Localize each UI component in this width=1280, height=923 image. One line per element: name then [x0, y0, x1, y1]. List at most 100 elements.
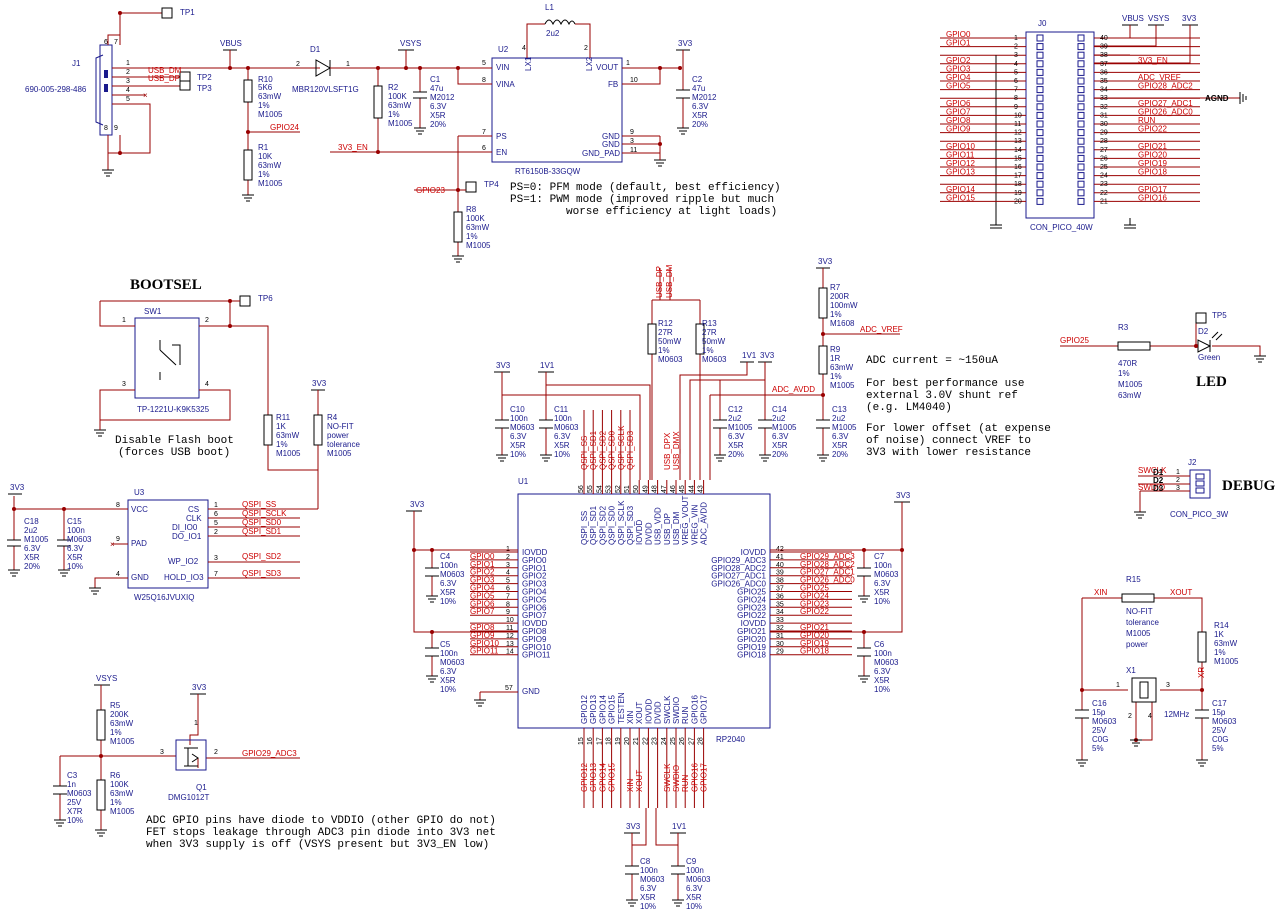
- c1-ref: C1: [430, 75, 441, 84]
- r3-pow: 63mW: [1118, 391, 1142, 400]
- c4-tol: 10%: [440, 597, 456, 606]
- r14-val: 1K: [1214, 630, 1224, 639]
- r11-ref: R11: [276, 413, 291, 422]
- r14-pow: 63mW: [1214, 639, 1238, 648]
- c12-ref: C12: [728, 405, 743, 414]
- u3-pad: PAD: [131, 539, 147, 548]
- c2-volt: 6.3V: [692, 102, 709, 111]
- r15-fp: M1005: [1126, 629, 1151, 638]
- j0-left-pin: 3: [1014, 52, 1018, 59]
- j0-right-pin: 31: [1100, 112, 1108, 119]
- r3-ref: R3: [1118, 323, 1129, 332]
- gpio24-net: GPIO24: [270, 123, 299, 132]
- c3-volt: 25V: [67, 798, 82, 807]
- q1-pin1: 1: [194, 720, 198, 727]
- c1-tol: 20%: [430, 120, 446, 129]
- led-section: LED GPIO25 R3 470R 1% M1005 63mW D2 Gree…: [1060, 311, 1266, 400]
- u2-en: EN: [496, 148, 507, 157]
- r6-val: 100K: [110, 780, 129, 789]
- c12-tol: 20%: [728, 450, 744, 459]
- c16-volt: 25V: [1092, 726, 1107, 735]
- j1-pin-5: 5: [126, 96, 130, 103]
- u3-net-sd2: QSPI_SD2: [242, 552, 282, 561]
- j2-ref: J2: [1188, 458, 1197, 467]
- u3-pin3: 3: [214, 555, 218, 562]
- j0-right-pin: 23: [1100, 181, 1108, 188]
- u1-right-name: GPIO18: [737, 651, 766, 660]
- c8-ref: C8: [640, 857, 651, 866]
- c8-3v3: 3V3: [626, 822, 641, 831]
- u1-left-pin: 9: [506, 609, 510, 616]
- j0-left-pin: 14: [1014, 147, 1022, 154]
- q1-ref: Q1: [196, 783, 207, 792]
- u1-right-name: GPIO22: [737, 611, 766, 620]
- r1-ref: R1: [258, 143, 269, 152]
- u1-left-name: GPIO2: [522, 572, 547, 581]
- r4-pow: power: [327, 431, 349, 440]
- u1-bottom-net: GPIO17: [700, 763, 709, 792]
- u1-bottom-pin: 18: [606, 737, 613, 745]
- q1-net: GPIO29_ADC3: [242, 749, 297, 758]
- j0-left-net: GPIO12: [946, 159, 975, 168]
- r2-fp: M1005: [388, 119, 413, 128]
- u1-bottom-net: SWCLK: [663, 763, 672, 792]
- u2-vin: VIN: [496, 63, 510, 72]
- j0-right-net: RUN: [1138, 116, 1156, 125]
- u1-left-net: GPIO3: [470, 576, 495, 585]
- u1-top-name: IOVDD: [635, 519, 644, 545]
- u3-gnd: GND: [131, 573, 149, 582]
- r10-pow: 63mW: [258, 92, 282, 101]
- c4-fp: M0603: [440, 570, 465, 579]
- u1-top-name: USB_VDD: [654, 507, 663, 545]
- r3-val: 470R: [1118, 359, 1137, 368]
- u3-vcc: VCC: [131, 505, 148, 514]
- u1-top-pin: 47: [661, 485, 668, 493]
- c2-val: 47u: [692, 84, 705, 93]
- u2-fb: FB: [608, 80, 618, 89]
- u1-right-pin: 40: [776, 562, 784, 569]
- j0-left-net: GPIO9: [946, 125, 971, 134]
- note-ps1a: PS=1: PWM mode (improved ripple but much: [510, 194, 774, 206]
- u1-left-pin: 13: [506, 641, 514, 648]
- note-gpio1: ADC GPIO pins have diode to VDDIO (other…: [146, 815, 496, 827]
- c7-diel: X5R: [874, 588, 890, 597]
- j0-right-net: GPIO26_ADC0: [1138, 107, 1193, 116]
- u2-pin1: 1: [626, 60, 630, 67]
- j0-right-pin: 27: [1100, 147, 1108, 154]
- l1-ref: L1: [545, 3, 554, 12]
- r10-fp: M1005: [258, 110, 283, 119]
- c15-volt: 6.3V: [67, 544, 84, 553]
- u1-left-net: GPIO6: [470, 599, 495, 608]
- u1-bottom-name: XIN: [626, 710, 635, 724]
- c3-fp: M0603: [67, 789, 92, 798]
- j2-p2: 2: [1176, 477, 1180, 484]
- c1-val: 47u: [430, 84, 443, 93]
- x1-p1: 1: [1116, 682, 1120, 689]
- j0-left-pin: 6: [1014, 78, 1018, 85]
- c8-fp: M0603: [640, 875, 665, 884]
- j0-left-pin: 4: [1014, 61, 1018, 68]
- u1-left-name: GPIO3: [522, 580, 547, 589]
- u2-pin11: 11: [630, 147, 637, 154]
- r15-tol: tolerance: [1126, 618, 1159, 627]
- adc-avdd-net: ADC_AVDD: [772, 385, 815, 394]
- u1-bottom-name: RUN: [681, 706, 690, 724]
- r11-val: 1K: [276, 422, 286, 431]
- c7-ref: C7: [874, 552, 885, 561]
- j0-left-net: GPIO8: [946, 116, 971, 125]
- r8-fp: M1005: [466, 241, 491, 250]
- u1-left-pin: 7: [506, 593, 510, 600]
- u1-bottom-name: SWDIO: [672, 697, 681, 724]
- u1-top-name: QSPI_SCLK: [617, 500, 626, 545]
- c8-volt: 6.3V: [640, 884, 657, 893]
- u1-top-name: QSPI_SD2: [598, 505, 607, 545]
- c11-tol: 10%: [554, 450, 570, 459]
- j1-pin-9: 9: [114, 125, 118, 132]
- c13-fp: M1005: [832, 423, 857, 432]
- c16-fp: M0603: [1092, 717, 1117, 726]
- c6-volt: 6.3V: [874, 667, 891, 676]
- r3-fp: M1005: [1118, 380, 1143, 389]
- u1-bottom-name: GPIO17: [700, 695, 709, 724]
- u1-right-pin: 37: [776, 586, 784, 593]
